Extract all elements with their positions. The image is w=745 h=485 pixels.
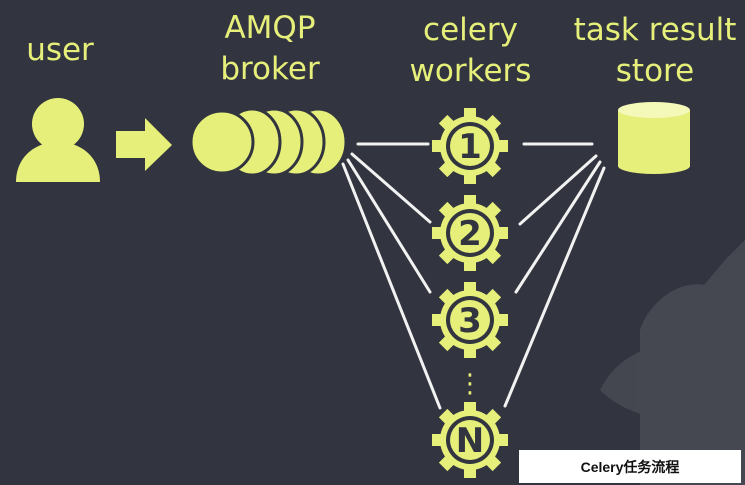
workers-label-line2: workers (409, 53, 532, 89)
user-icon (16, 98, 100, 182)
broker-queue-icon (189, 107, 348, 177)
workers-label: celery workers (398, 10, 543, 92)
arrow-worker-2-store (518, 154, 598, 226)
store-label: task result store (566, 10, 744, 92)
worker-n-number: N (456, 421, 484, 461)
broker-label-line1: AMQP (224, 10, 316, 46)
arrow-right-icon (116, 118, 172, 171)
broker-label-line2: broker (220, 51, 320, 87)
database-icon (618, 102, 690, 174)
arrow-broker-worker-2 (350, 152, 432, 224)
broker-to-worker-arrows (341, 142, 442, 410)
user-label: user (26, 32, 94, 68)
store-label-line1: task result (573, 12, 737, 48)
worker-3-number: 3 (458, 301, 482, 341)
arrow-worker-3-store (514, 160, 602, 294)
worker-to-store-arrows (503, 142, 606, 408)
worker-1: 1 (432, 108, 508, 184)
arrow-broker-worker-n (341, 162, 442, 410)
worker-2: 2 (432, 195, 508, 271)
mascot-watermark (600, 240, 745, 485)
worker-ellipsis: ⋮ (457, 369, 483, 399)
worker-1-number: 1 (458, 127, 482, 167)
worker-n: N (432, 402, 508, 478)
arrow-worker-n-store (503, 166, 606, 408)
worker-2-number: 2 (458, 214, 482, 254)
store-label-line2: store (615, 53, 695, 89)
caption-box: Celery任务流程 (519, 450, 741, 483)
broker-label: AMQP broker (205, 8, 335, 90)
arrow-broker-worker-3 (346, 158, 432, 294)
caption-text: Celery任务流程 (580, 459, 680, 475)
workers-label-line1: celery (423, 12, 518, 48)
worker-3: 3 (432, 282, 508, 358)
